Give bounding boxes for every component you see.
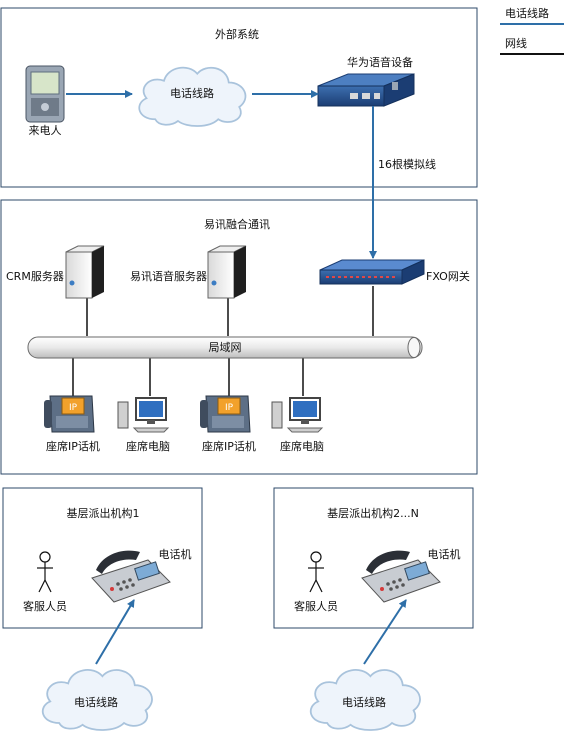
legend-network-line-label: 网线 — [505, 36, 527, 50]
ip-phone-icon: IP — [200, 395, 251, 433]
core-system-title: 易讯融合通讯 — [204, 217, 270, 231]
legend-phone-line-label: 电话线路 — [505, 6, 549, 20]
branch-1-phone-label: 电话机 — [159, 547, 192, 561]
branch-1-title: 基层派出机构1 — [67, 506, 140, 520]
pda-phone-icon — [25, 65, 65, 123]
core-system-box: 易讯融合通讯 CRM服务器 易讯语音服务器 — [0, 106, 478, 475]
svg-text:IP: IP — [69, 403, 78, 413]
crm-server-label: CRM服务器 — [6, 270, 64, 283]
external-system-title: 外部系统 — [215, 27, 259, 41]
branch-2-box: 基层派出机构2...N 客服人员 电话机 — [273, 487, 474, 629]
legend: 电话线路 网线 — [500, 6, 564, 55]
svg-text:IP: IP — [225, 403, 234, 413]
phone-line-branch-2 — [363, 599, 407, 665]
external-system-box: 外部系统 来电人 电话线路 华为语音设备 16根模拟线 — [0, 7, 478, 188]
phone-line-branch-1 — [95, 599, 135, 665]
voice-gateway-device-icon — [317, 73, 415, 107]
fxo-gateway-label: FXO网关 — [426, 269, 470, 283]
branch-2-person-label: 客服人员 — [294, 599, 338, 613]
pc-icon — [117, 397, 170, 433]
branch-2-cloud-label: 电话线路 — [342, 695, 386, 709]
desk-phone-icon — [91, 550, 171, 603]
fxo-gateway-icon — [319, 259, 425, 285]
external-cloud-label: 电话线路 — [170, 86, 214, 100]
analog-link-label: 16根模拟线 — [378, 157, 436, 171]
device-label: 华为语音设备 — [347, 55, 413, 69]
seat-4-label: 座席电脑 — [280, 439, 324, 453]
lan-label: 局域网 — [209, 341, 242, 354]
person-icon — [37, 551, 53, 593]
seat-3-label: 座席IP话机 — [202, 439, 256, 453]
branch-1-cloud-label: 电话线路 — [74, 695, 118, 709]
ip-phone-icon: IP — [44, 395, 95, 433]
desk-phone-icon — [361, 550, 441, 603]
branch-2-title: 基层派出机构2...N — [327, 506, 419, 520]
pc-icon — [271, 397, 324, 433]
branch-1-person-label: 客服人员 — [23, 599, 67, 613]
branch-2-phone-label: 电话机 — [428, 547, 461, 561]
seat-2-label: 座席电脑 — [126, 439, 170, 453]
person-icon — [308, 551, 324, 593]
voice-server-icon — [207, 245, 247, 299]
caller-label: 来电人 — [29, 124, 62, 137]
crm-server-icon — [65, 245, 105, 299]
seat-1-label: 座席IP话机 — [46, 439, 100, 453]
lan-pipe — [27, 336, 423, 359]
branch-1-box: 基层派出机构1 客服人员 电话机 — [2, 487, 203, 629]
voice-server-label: 易讯语音服务器 — [130, 269, 207, 283]
